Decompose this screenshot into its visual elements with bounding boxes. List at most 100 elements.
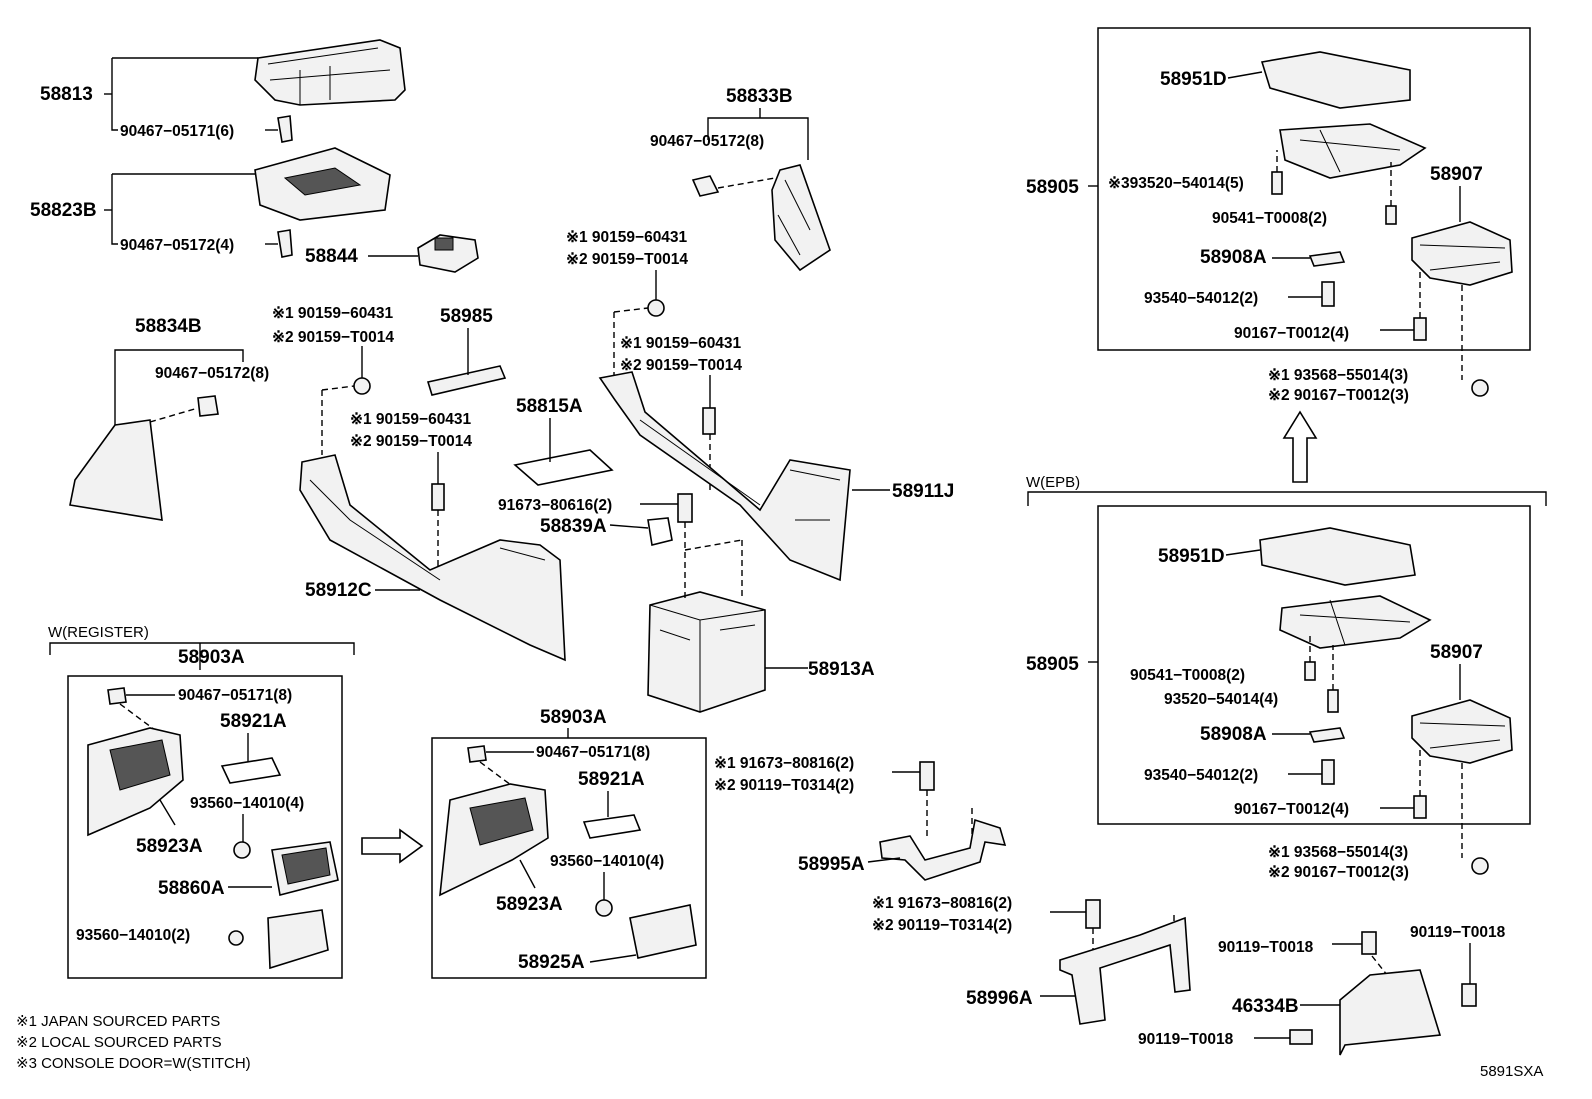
part-58908A-b[interactable]: [1308, 727, 1346, 743]
part-armrest-base-a[interactable]: [1279, 123, 1427, 179]
screw-90159-b[interactable]: [702, 407, 716, 435]
epb-box-top: [1097, 27, 1531, 351]
part-58923A-panel-b[interactable]: [439, 783, 549, 897]
label-58907-a: 58907: [1430, 164, 1483, 185]
bolt-90119-T0018-c[interactable]: [1289, 1029, 1313, 1045]
label-90119-T0018-c: 90119−T0018: [1138, 1031, 1234, 1048]
part-58923A-panel-a[interactable]: [87, 727, 184, 837]
screw-90167-a[interactable]: [1413, 317, 1427, 341]
part-58996A-bracket[interactable]: [1059, 916, 1191, 1025]
part-58921A-label-b[interactable]: [582, 814, 642, 839]
bolt-91673-80616[interactable]: [677, 493, 693, 523]
part-58912C-panel[interactable]: [299, 454, 566, 662]
label-93560-14010-2: 93560−14010(2): [76, 927, 190, 944]
label-90167-T0012-4a: 90167−T0012(4): [1234, 325, 1349, 342]
label-58813: 58813: [40, 84, 93, 105]
label-s2-90167-T0012-b: ※2 90167−T0012(3): [1268, 864, 1409, 881]
part-58844-switch[interactable]: [417, 234, 479, 273]
label-epb-group: W(EPB): [1026, 474, 1080, 491]
label-s1-91673-80816-b: ※1 91673−80816(2): [872, 895, 1012, 912]
screw-93560-a[interactable]: [233, 841, 251, 859]
part-58908A-a[interactable]: [1308, 251, 1346, 267]
label-58951D-a: 58951D: [1160, 69, 1227, 90]
callout-58813: [104, 57, 278, 131]
label-s1-90159-60431-a: ※1 90159−60431: [566, 229, 688, 246]
part-58913A-box[interactable]: [647, 591, 766, 713]
label-58996A: 58996A: [966, 988, 1033, 1009]
part-58951D-lid-a[interactable]: [1260, 51, 1411, 109]
screw-93540-a[interactable]: [1321, 281, 1335, 307]
clip-90467-05171-b[interactable]: [467, 745, 487, 763]
callout-58833B: [707, 108, 809, 189]
arrow-right-icon: [361, 828, 424, 864]
label-s2-90167-T0012-a: ※2 90167−T0012(3): [1268, 387, 1409, 404]
label-s1-93568-55014-a: ※1 93568−55014(3): [1268, 367, 1408, 384]
part-58925A-pocket[interactable]: [629, 904, 697, 959]
label-90467-05172-4: 90467−05172(4): [120, 237, 234, 254]
part-58985-trim[interactable]: [426, 365, 507, 396]
screw-93568-a[interactable]: [1471, 379, 1489, 397]
epb-box-bottom: [1097, 505, 1531, 825]
screw-90541-b[interactable]: [1304, 661, 1316, 681]
clip-90467-05171[interactable]: [277, 115, 293, 143]
note-2: ※2 LOCAL SOURCED PARTS: [16, 1034, 222, 1051]
label-93540-54012-b: 93540−54012(2): [1144, 767, 1258, 784]
diagram-id: 5891SXA: [1480, 1063, 1543, 1080]
bolt-91673-80816-b[interactable]: [1085, 899, 1101, 929]
label-90467-05171-8b: 90467−05171(8): [536, 744, 650, 761]
screw-90159-a[interactable]: [647, 299, 665, 317]
screw-90159-d[interactable]: [431, 483, 445, 511]
screw-93540-b[interactable]: [1321, 759, 1335, 785]
label-s2-90159-T0014-c: ※2 90159−T0014: [272, 329, 394, 346]
part-58921A-label-a[interactable]: [220, 757, 282, 784]
label-58907-b: 58907: [1430, 642, 1483, 663]
clip-90467-05172-b[interactable]: [197, 395, 219, 417]
label-58995A: 58995A: [798, 854, 865, 875]
label-58921A-b: 58921A: [578, 769, 645, 790]
part-58860A-bezel[interactable]: [267, 909, 329, 970]
part-58839A-cap[interactable]: [647, 517, 673, 546]
label-58911J: 58911J: [892, 481, 954, 502]
part-58860A-vent[interactable]: [271, 841, 339, 896]
label-90467-05171-8a: 90467−05171(8): [178, 687, 292, 704]
screw-93568-b[interactable]: [1471, 857, 1489, 875]
bolt-91673-80816-a[interactable]: [919, 761, 935, 791]
part-58907-switch-b[interactable]: [1411, 699, 1513, 764]
label-90467-05171-6: 90467−05171(6): [120, 123, 234, 140]
clip-90467-05171-a[interactable]: [107, 687, 127, 705]
part-46334B-cover[interactable]: [1339, 969, 1442, 1056]
label-58921A-a: 58921A: [220, 711, 287, 732]
label-s1-90159-60431-c: ※1 90159−60431: [272, 305, 394, 322]
screw-93560-b[interactable]: [228, 930, 244, 946]
part-58907-switch-a[interactable]: [1411, 221, 1513, 286]
label-s2-90119-T0314-a: ※2 90119−T0314(2): [714, 777, 854, 794]
clip-90467-05172[interactable]: [277, 229, 293, 258]
arrow-up-icon: [1282, 410, 1318, 483]
part-armrest-base-b[interactable]: [1279, 595, 1432, 649]
part-58951D-lid-b[interactable]: [1259, 527, 1416, 586]
bolt-90119-T0018-a[interactable]: [1361, 931, 1377, 955]
label-90467-05172-8b: 90467−05172(8): [650, 133, 764, 150]
screw-93560-c[interactable]: [595, 899, 613, 917]
label-58844: 58844: [305, 246, 358, 267]
screw-90167-b[interactable]: [1413, 795, 1427, 819]
part-58813-panel[interactable]: [254, 39, 406, 106]
screw-90159-c[interactable]: [353, 377, 371, 395]
label-58860A: 58860A: [158, 878, 225, 899]
bolt-90119-T0018-b[interactable]: [1461, 983, 1477, 1007]
clip-90467-05172-c[interactable]: [691, 175, 720, 197]
part-58995A-bracket[interactable]: [879, 818, 1007, 881]
label-58908A-b: 58908A: [1200, 724, 1267, 745]
part-58911J-bracket[interactable]: [598, 371, 851, 582]
part-58834B-panel[interactable]: [69, 419, 163, 521]
screw-93520-a[interactable]: [1271, 171, 1283, 195]
screw-93520-b[interactable]: [1327, 689, 1339, 713]
label-58905-b: 58905: [1026, 654, 1079, 675]
label-93520-54014-4: 93520−54014(4): [1164, 691, 1278, 708]
part-58823B-panel[interactable]: [254, 147, 391, 221]
screw-90541-a[interactable]: [1385, 205, 1397, 225]
label-93540-54012-a: 93540−54012(2): [1144, 290, 1258, 307]
label-90119-T0018-a: 90119−T0018: [1218, 939, 1314, 956]
part-58815A-mat[interactable]: [513, 449, 614, 486]
part-58833B-panel[interactable]: [771, 164, 831, 272]
